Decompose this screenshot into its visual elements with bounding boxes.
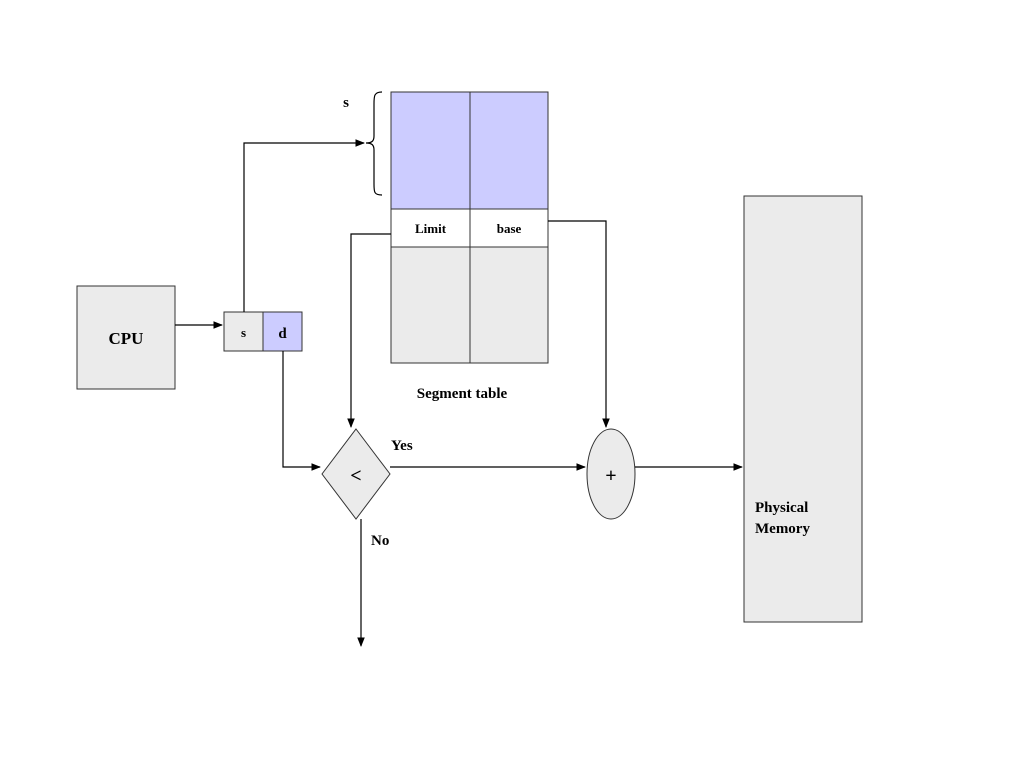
arrow-base-to-add: [548, 220, 610, 428]
add-node: +: [586, 428, 636, 520]
physical-memory: Physical Memory: [743, 195, 863, 623]
brace-shape: [365, 91, 383, 196]
physical-memory-label-line2: Memory: [755, 521, 810, 537]
segment-table: Limit base Segment table: [390, 91, 549, 402]
arrow-s-to-segment-table: [243, 139, 365, 312]
logical-address: s d: [223, 311, 303, 352]
yes-label: Yes: [391, 438, 413, 454]
address-s-cell: [223, 311, 264, 352]
connectors: [175, 139, 743, 647]
arrow-d-to-compare: [282, 351, 321, 471]
cpu-box: [76, 285, 176, 390]
compare-node: < Yes No: [321, 428, 413, 549]
cpu-node: CPU: [76, 285, 176, 390]
cpu-label: CPU: [109, 329, 144, 348]
add-ellipse: [586, 428, 636, 520]
brace-s-label: s: [343, 95, 349, 111]
limit-label: Limit: [415, 221, 447, 236]
address-d-label: d: [278, 326, 287, 342]
segment-brace: s: [343, 91, 383, 196]
no-label: No: [371, 533, 389, 549]
physical-memory-box: [743, 195, 863, 623]
segment-table-lower-right: [469, 246, 549, 364]
physical-memory-label-line1: Physical: [755, 500, 808, 516]
arrow-limit-to-compare: [347, 233, 391, 428]
compare-diamond: [321, 428, 391, 520]
add-operator: +: [605, 465, 616, 487]
segment-table-caption: Segment table: [417, 386, 508, 402]
segment-table-upper-left: [390, 91, 471, 210]
address-s-label: s: [241, 325, 246, 340]
base-label: base: [497, 221, 522, 236]
segment-table-lower-left: [390, 246, 471, 364]
compare-operator: <: [350, 465, 361, 487]
segment-table-upper-right: [469, 91, 549, 210]
